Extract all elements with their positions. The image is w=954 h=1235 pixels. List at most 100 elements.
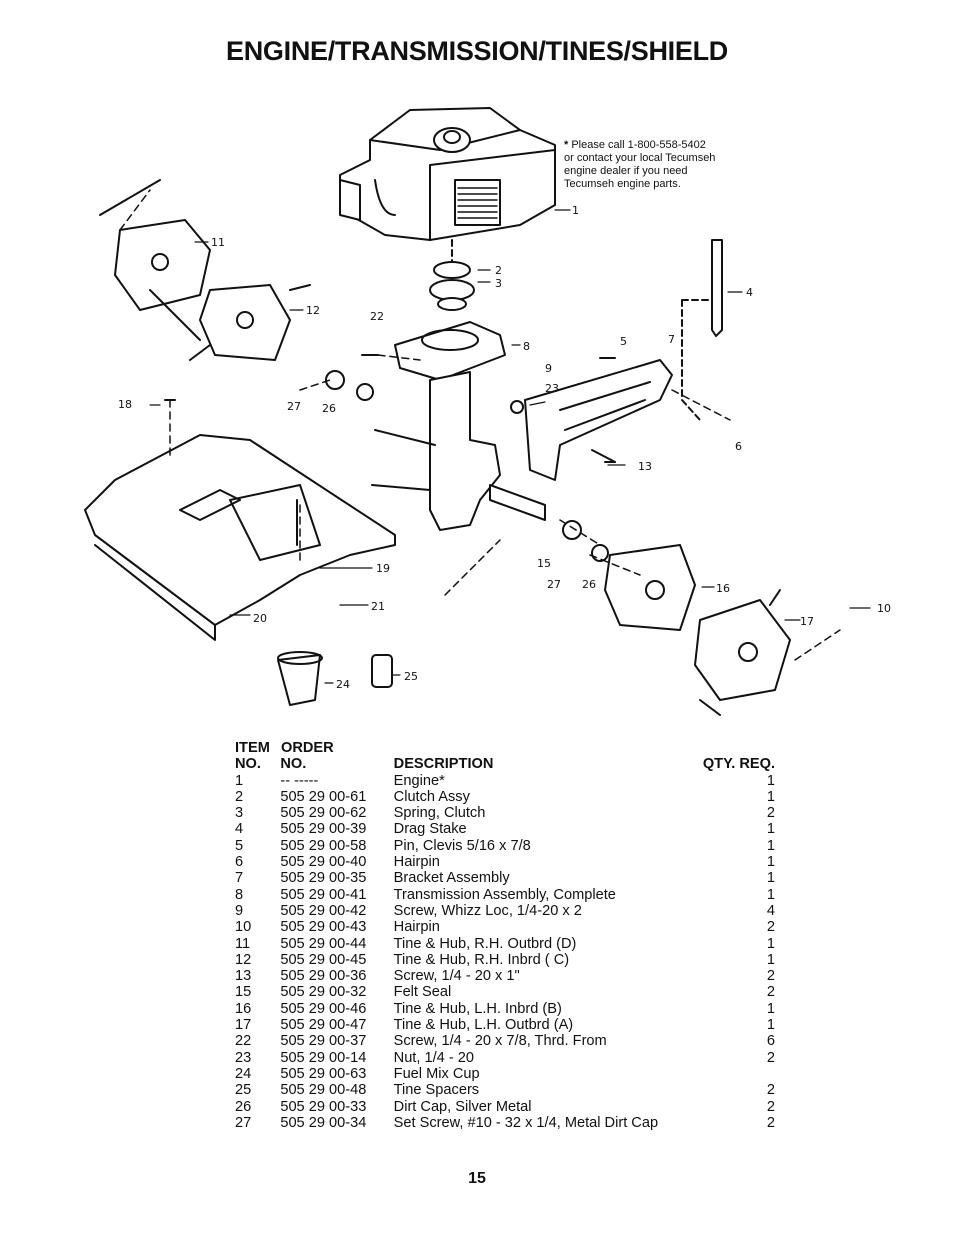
row-qty-req: 2 [766,919,775,936]
tine-11-illustration [99,179,211,341]
note-line: or contact your local Tecumseh [564,152,716,164]
row-item-no: 11 [235,935,251,952]
row-description: Bracket Assembly [393,870,510,887]
header-item-no: NO. [235,756,261,773]
row-description: Set Screw, #10 - 32 x 1/4, Metal Dirt Ca… [393,1114,659,1131]
row-order-no: 505 29 00-48 [280,1082,367,1099]
callout-23: 23 [545,382,559,395]
row-qty-req: 1 [766,821,775,838]
row-description: Hairpin [393,919,440,936]
row-item-no: 27 [235,1114,252,1131]
table-row: 24 505 29 00-63 Fuel Mix Cup [235,1066,775,1082]
row-item-no: 2 [235,788,244,805]
row-description: Pin, Clevis 5/16 x 7/8 [393,837,531,854]
row-item-no: 23 [235,1049,252,1066]
engine-illustration [339,107,556,241]
row-item-no: 24 [235,1065,252,1082]
shield-illustration [84,434,396,641]
row-qty-req: 1 [766,870,775,887]
row-description: Fuel Mix Cup [393,1065,480,1082]
row-description: Felt Seal [393,984,452,1001]
row-description: Clutch Assy [393,788,470,805]
note-line: engine dealer if you need [564,165,688,177]
row-order-no: 505 29 00-45 [280,951,367,968]
page-number: 15 [468,1170,486,1187]
callout-1: 1 [572,204,579,217]
row-qty-req: 1 [766,854,775,871]
row-qty-req: 2 [766,1098,775,1115]
callout-2: 2 [495,264,502,277]
row-description: Tine & Hub, L.H. Outbrd (A) [393,1017,574,1034]
callout-20: 20 [253,612,267,625]
row-item-no: 12 [235,951,252,968]
callout-10: 10 [877,602,891,615]
exploded-parts-diagram: 1 2 3 4 5 6 7 8 9 10 11 12 13 15 16 17 1… [84,107,891,716]
table-row: 27 505 29 00-34 Set Screw, #10 - 32 x 1/4,… [235,1115,775,1131]
row-description: Dirt Cap, Silver Metal [393,1098,532,1115]
row-description: Tine Spacers [393,1082,480,1099]
row-item-no: 6 [235,854,244,871]
row-description: Screw, 1/4 - 20 x 7/8, Thrd. From [393,1033,607,1050]
callout-11: 11 [211,236,225,249]
transmission-illustration [371,321,546,531]
tine-12-illustration [189,284,311,361]
row-item-no: 26 [235,1098,252,1115]
callout-15: 15 [537,557,551,570]
row-order-no: 505 29 00-34 [280,1114,367,1131]
callout-7: 7 [668,333,675,346]
row-order-no: 505 29 00-47 [280,1017,367,1034]
callout-12: 12 [306,304,320,317]
row-description: Tine & Hub, R.H. Inbrd ( C) [393,951,570,968]
row-order-no: 505 29 00-33 [280,1098,367,1115]
callout-4: 4 [746,286,753,299]
row-qty-req: 2 [766,984,775,1001]
header-qty-req: QTY. REQ. [702,756,775,773]
row-item-no: 17 [235,1017,252,1034]
callout-18: 18 [118,398,132,411]
row-order-no: 505 29 00-63 [280,1065,367,1082]
row-item-no: 25 [235,1082,252,1099]
callout-5: 5 [620,335,627,348]
note-line: Tecumseh engine parts. [564,178,681,190]
callout-16: 16 [716,582,730,595]
parts-header-row: NO. NO. DESCRIPTION QTY. REQ. [235,756,775,772]
row-order-no: 505 29 00-46 [280,1000,367,1017]
row-qty-req: 1 [766,837,775,854]
callout-labels: 1 2 3 4 5 6 7 8 9 10 11 12 13 15 16 17 1… [118,204,891,691]
row-item-no: 3 [235,805,244,822]
header-order-no: NO. [280,756,307,773]
row-description: Hairpin [393,854,440,871]
tine-17-illustration [694,589,791,716]
header-order-top: ORDER [281,740,334,756]
row-order-no: 505 29 00-14 [280,1049,367,1066]
callout-24: 24 [336,678,350,691]
callout-25: 25 [404,670,418,683]
row-item-no: 8 [235,886,244,903]
row-qty-req: 1 [766,886,775,903]
header-description: DESCRIPTION [393,756,494,773]
row-description: Spring, Clutch [393,805,486,822]
row-qty-req: 2 [766,1114,775,1131]
header-item-top: ITEM [235,740,270,756]
table-row: 17 505 29 00-47 Tine & Hub, L.H. Outbrd (A… [235,1017,775,1033]
table-row: 1-- -----Engine*1 [235,773,775,789]
row-qty-req: 1 [766,1017,775,1034]
row-qty-req: 2 [766,968,775,985]
page-title: ENGINE/TRANSMISSION/TINES/SHIELD [226,36,728,66]
row-order-no: 505 29 00-40 [280,854,367,871]
table-row: 26 505 29 00-33 Dirt Cap, Silver Metal 2 [235,1099,775,1115]
callout-13: 13 [638,460,652,473]
tine-16-illustration [604,544,696,631]
row-order-no: 505 29 00-61 [280,788,367,805]
row-description: Drag Stake [393,821,467,838]
row-description: Tine & Hub, R.H. Outbrd (D) [393,935,577,952]
